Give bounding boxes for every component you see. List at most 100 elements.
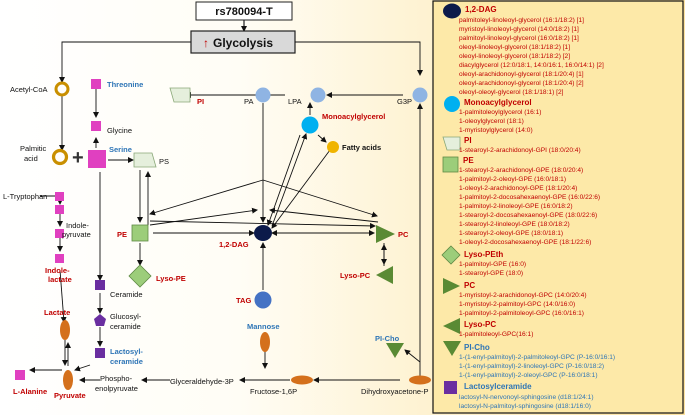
legend-item: 1-myristoyl-2-palmitoyl-GPC (14:0/16:0) — [459, 301, 575, 308]
legend-item: 1-myristoylglycerol (14:0) — [459, 127, 533, 134]
legend-lacto-icon — [444, 381, 457, 394]
pep-label-2: enolpyruvate — [95, 384, 138, 393]
g3p-label: G3P — [397, 97, 412, 106]
edges — [29, 41, 423, 383]
legend-lysopc-title: Lyso-PC — [464, 320, 496, 329]
tag-node — [254, 291, 272, 309]
edge-pe-pc — [149, 220, 376, 229]
legend-item: 1-oleoylglycerol (18:1) — [459, 118, 524, 125]
edge-pe-dag — [149, 207, 258, 226]
legend-item: 1-stearoyl-2-oleoyl-GPE (18:0/18:1) — [459, 230, 563, 237]
glycine-node — [91, 121, 101, 131]
l-alanine-label: L-Alanine — [13, 387, 47, 396]
legend-dag-icon — [443, 3, 461, 19]
legend-panel: 1,2-DAG palmitoleyl-linoleoyl-glycerol (… — [432, 0, 684, 414]
acetyl-coa-node — [54, 81, 70, 97]
pc-label: PC — [398, 230, 409, 239]
legend-item: 1-oleoyl-2-docosahexaenoyl-GPE (18:1/22:… — [459, 239, 591, 246]
legend-item: 1-(1-enyl-palmitoyl)-2-palmitoleoyl-GPC … — [459, 354, 615, 361]
legend-lysopc-icon — [443, 318, 460, 334]
ceramide-label: Ceramide — [110, 290, 143, 299]
legend-item: myristoyl-linoleoyl-glycerol (14:0/18:2)… — [459, 26, 579, 33]
legend-picho-title: PI-Cho — [464, 343, 490, 352]
pi-label: PI — [197, 97, 204, 106]
snp-label: rs780094-T — [215, 6, 273, 18]
legend-item: 1-oleoyl-2-arachidonoyl-GPE (18:1/20:4) — [459, 185, 577, 192]
glycolysis-label: Glycolysis — [213, 36, 273, 50]
glucosyl-ceramide-label-2: ceramide — [110, 322, 141, 331]
legend-item: 1-stearoyl-2-docosahexaenoyl-GPE (18:0/2… — [459, 212, 597, 219]
glucosyl-ceramide-node — [94, 314, 106, 326]
serine-node — [88, 150, 106, 168]
edge-fatty-dag — [271, 149, 331, 229]
legend-item: 1-palmitoyl-2-docosahexaenoyl-GPE (16:0/… — [459, 194, 600, 201]
legend-pc-icon — [443, 278, 460, 294]
ceramide-node — [95, 280, 105, 290]
legend-item: oleoyl-arachidonoyl-glycerol (18:1/20:4)… — [459, 71, 584, 78]
fatty-acids-label: Fatty acids — [342, 143, 381, 152]
l-alanine-node — [15, 370, 25, 380]
edge-dhap-picho — [404, 349, 421, 363]
lpa-node — [310, 87, 326, 103]
lactosyl-ceramide-node — [95, 348, 105, 358]
g3p-node — [412, 87, 428, 103]
legend-item: oleoyl-oleoyl-glycerol (18:1/18:1) [2] — [459, 89, 564, 96]
plus-icon: + — [72, 147, 84, 169]
indole-pyruvate-label-1: Indole- — [66, 221, 89, 230]
up-arrow-icon: ↑ — [203, 36, 209, 50]
pe-node — [131, 224, 149, 242]
palmitic-acid-label-1: Palmitic — [20, 144, 47, 153]
legend-item: palmitoyl-linoleoyl-glycerol (16:0/18:2)… — [459, 35, 579, 42]
lpa-label: LPA — [288, 97, 302, 106]
legend-pi-icon — [442, 136, 461, 151]
threonine-label: Threonine — [107, 80, 143, 89]
l-tryptophan-node — [55, 192, 64, 201]
legend-item: oleoyl-linoleoyl-glycerol (18:1/18:2) [2… — [459, 53, 570, 60]
legend-box — [432, 0, 684, 414]
f16p-label: Fructose-1,6P — [250, 387, 297, 396]
edge-glycolysis-g3p — [295, 41, 423, 76]
legend-pe-title: PE — [463, 156, 474, 165]
legend-item: 1-(1-enyl-palmitoyl)-2-linoleoyl-GPC (P-… — [459, 363, 604, 370]
pi-cho-label: PI-Cho — [375, 334, 400, 343]
pyruvate-label: Pyruvate — [54, 391, 86, 400]
legend-item: lactosyl-N-nervonoyl-sphingosine (d18:1/… — [459, 394, 594, 401]
mannose-label: Mannose — [247, 322, 280, 331]
legend-item: 1-palmitoyl-GPE (16:0) — [459, 261, 526, 268]
indole-lactate-label-2: lactate — [48, 275, 72, 284]
legend-mag-icon — [444, 96, 460, 112]
dag-node — [254, 225, 272, 241]
legend-item: oleoyl-linoleoyl-glycerol (18:1/18:2) [1… — [459, 44, 570, 51]
edge-glycolysis-acetylcoa — [59, 41, 191, 83]
legend-item: palmitoleyl-linoleoyl-glycerol (16:1/18:… — [459, 17, 584, 24]
legend-dag-title: 1,2-DAG — [465, 5, 497, 14]
acetyl-coa-label: Acetyl-CoA — [10, 85, 48, 94]
pe-label: PE — [117, 230, 127, 239]
lactate-node — [60, 320, 70, 340]
indole-lactate-label-1: Indole- — [45, 266, 70, 275]
pa-label: PA — [244, 97, 253, 106]
lyso-pe-label: Lyso-PE — [156, 274, 186, 283]
ps-label: PS — [159, 157, 169, 166]
lactosyl-ceramide-label-2: ceramide — [110, 357, 143, 366]
legend-lysope-title: Lyso-PEth — [464, 250, 503, 259]
edge-lactosyl-pyruvate — [74, 364, 91, 372]
legend-pi-title: PI — [464, 136, 472, 145]
legend-item: 1-(1-enyl-palmitoyl)-2-oleoyl-GPC (P-16:… — [459, 372, 598, 379]
lyso-pc-label: Lyso-PC — [340, 271, 371, 280]
l-tryptophan-label: L-Tryptophan — [3, 192, 47, 201]
pi-cho-node — [386, 343, 404, 358]
mannose-node — [260, 332, 270, 352]
header: rs780094-T ↑ Glycolysis — [190, 1, 296, 54]
edge-indole-lactate-link — [59, 269, 67, 323]
pep-label-1: Phospho- — [100, 374, 133, 383]
lyso-pe-node — [128, 264, 152, 288]
legend-pe-icon — [442, 156, 459, 173]
legend-lysope-icon — [441, 245, 461, 265]
legend-pc-title: PC — [464, 281, 475, 290]
lactate-label: Lactate — [44, 308, 70, 317]
palmitic-acid-label-2: acid — [24, 154, 38, 163]
legend-picho-icon — [443, 341, 461, 356]
